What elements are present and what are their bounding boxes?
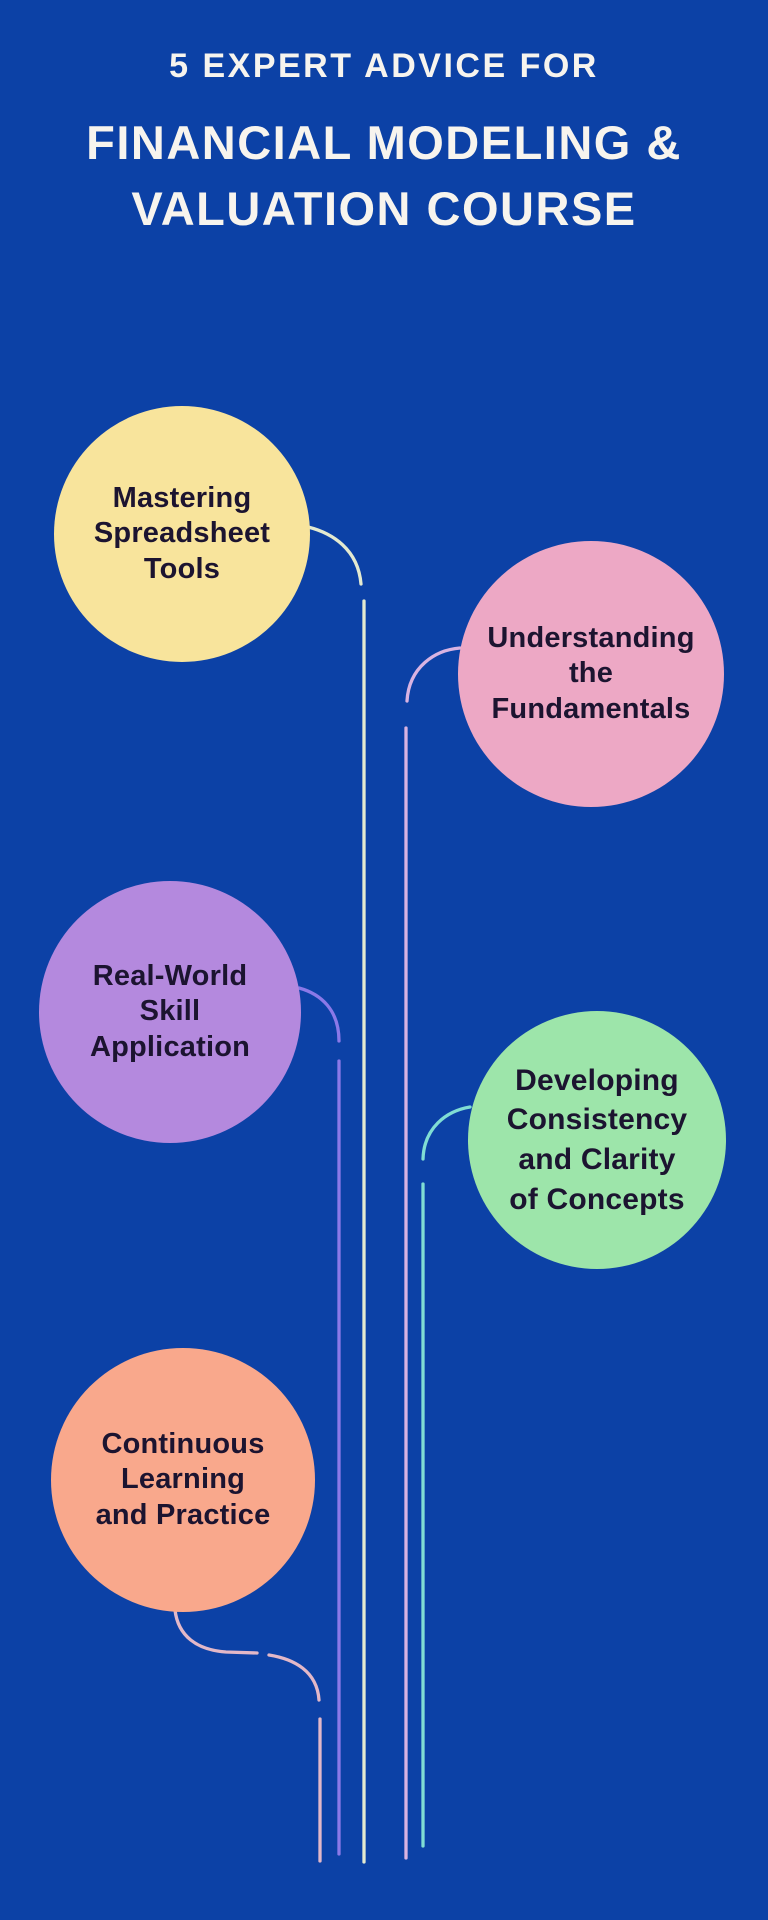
advice-label: Developing Consistency and Clarity of Co…: [506, 1063, 688, 1216]
connector-curve: [421, 1105, 472, 1161]
advice-circle-understanding-fundamentals: Understanding the Fundamentals: [458, 541, 724, 807]
advice-label: Understanding the Fundamentals: [487, 621, 695, 725]
connector-understanding-fundamentals: [404, 646, 462, 1860]
connector-mastering-spreadsheet: [306, 525, 366, 1864]
advice-circle-real-world-skill: Real-World Skill Application: [39, 881, 301, 1143]
title-line-2: VALUATION COURSE: [131, 182, 637, 235]
title-block: 5 EXPERT ADVICE FOR FINANCIAL MODELING &…: [0, 46, 768, 242]
advice-label: Continuous Learning and Practice: [95, 1427, 271, 1531]
page-title: FINANCIAL MODELING & VALUATION COURSE: [0, 110, 768, 242]
connector-developing-consistency: [421, 1105, 472, 1848]
connector-curve: [267, 1653, 321, 1702]
advice-circle-mastering-spreadsheet: Mastering Spreadsheet Tools: [54, 406, 310, 662]
connector-real-world-skill: [297, 986, 341, 1856]
advice-circle-developing-consistency: Developing Consistency and Clarity of Co…: [468, 1011, 726, 1269]
connector-curve: [405, 646, 462, 703]
connector-curve: [297, 986, 341, 1043]
advice-circle-continuous-learning: Continuous Learning and Practice: [51, 1348, 315, 1612]
title-line-1: FINANCIAL MODELING &: [86, 116, 682, 169]
connector-continuous-learning: [173, 1608, 322, 1863]
title-kicker: 5 EXPERT ADVICE FOR: [169, 47, 599, 85]
connector-curve: [173, 1608, 259, 1655]
advice-label: Real-World Skill Application: [89, 959, 251, 1063]
advice-label: Mastering Spreadsheet Tools: [93, 481, 271, 585]
connector-curve: [306, 525, 363, 586]
